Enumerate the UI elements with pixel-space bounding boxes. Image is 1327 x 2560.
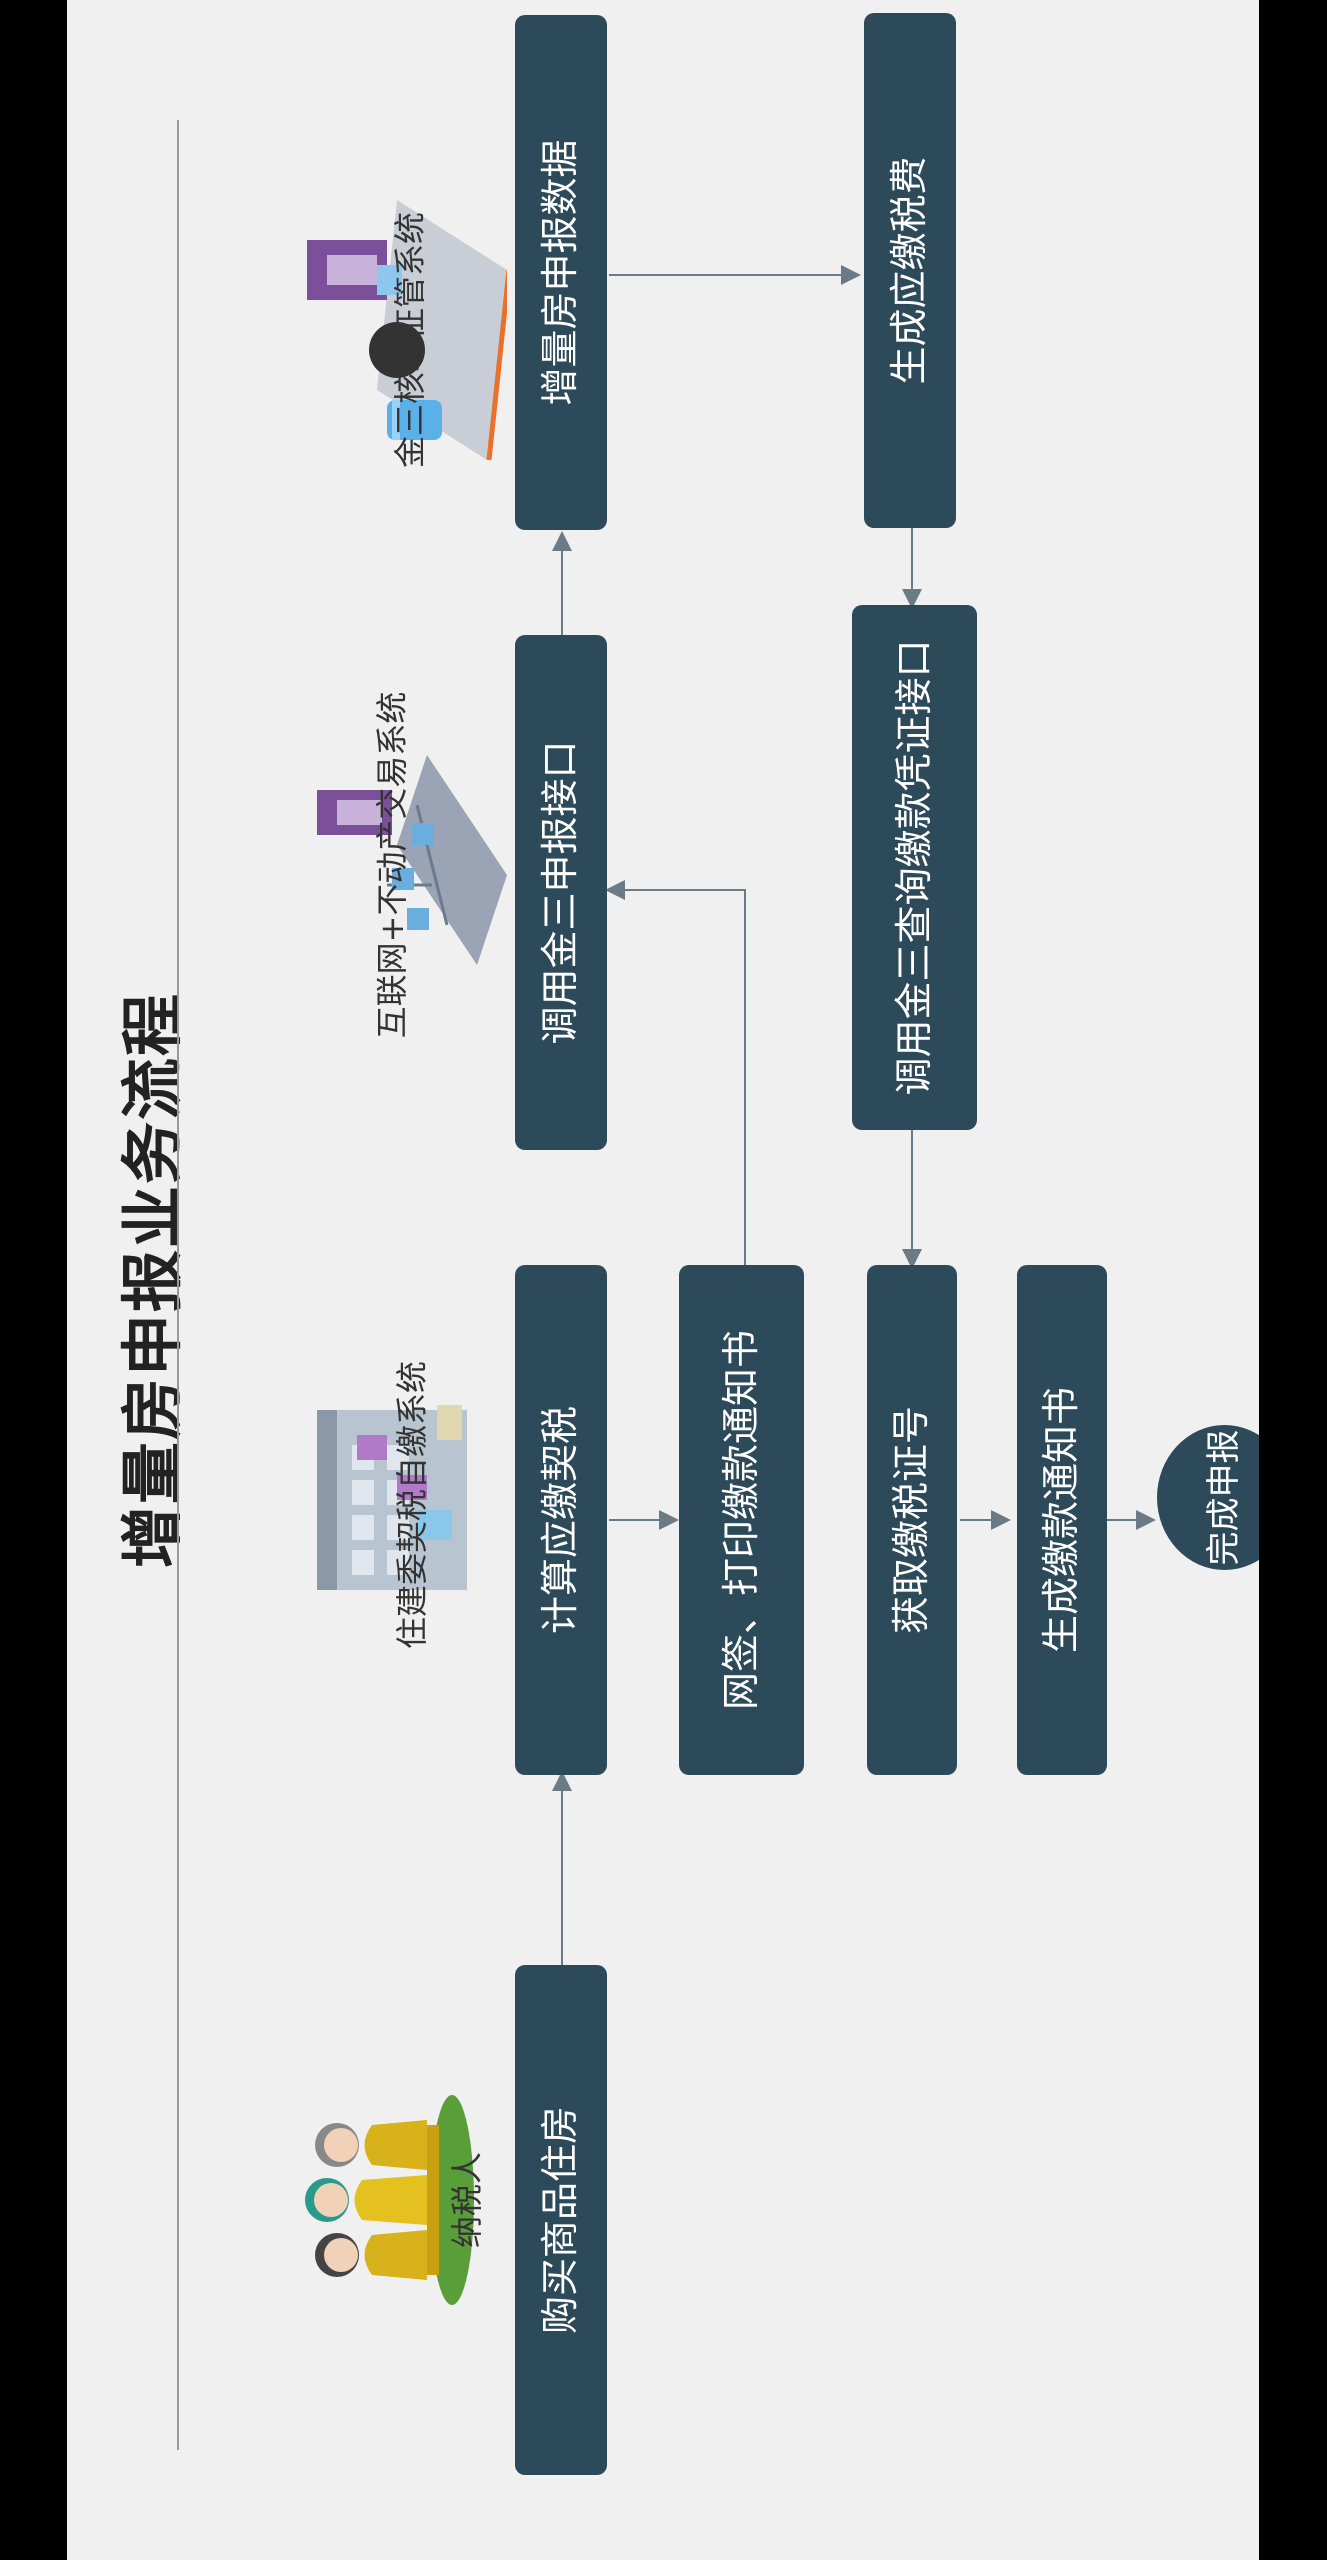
- internet-system-icon: [317, 755, 507, 965]
- arrow-sign-to-declare-api: [605, 880, 746, 1280]
- core-system-icon: [307, 200, 507, 461]
- rotated-diagram: 增量房申报业务流程: [67, 0, 1259, 2560]
- node-call-query-api: 调用金三查询缴款凭证接口: [852, 605, 977, 1130]
- node-gen-notice: 生成缴款通知书: [1017, 1265, 1107, 1775]
- node-sign-print: 网签、打印缴款通知书: [679, 1265, 804, 1775]
- taxpayer-icon: [305, 2095, 474, 2305]
- connector-lines: [552, 265, 1156, 1965]
- taxpayer-label: 纳税人: [448, 2151, 486, 2249]
- core-system-label: 金三核心征管系统: [391, 211, 429, 469]
- node-call-declare-api: 调用金三申报接口: [515, 635, 607, 1150]
- page: 增量房申报业务流程: [67, 0, 1259, 2560]
- housing-system-icon: [317, 1405, 467, 1590]
- node-gen-tax-fee: 生成应缴税费: [864, 13, 956, 528]
- housing-system-label: 住建委契税自缴系统: [393, 1360, 431, 1650]
- node-calc-tax: 计算应缴契税: [515, 1265, 607, 1775]
- node-get-tax-no: 获取缴税证号: [867, 1265, 957, 1775]
- internet-system-label: 互联网+不动产交易系统: [373, 691, 411, 1039]
- node-buy-house: 购买商品住房: [515, 1965, 607, 2475]
- node-declare-data: 增量房申报数据: [515, 15, 607, 530]
